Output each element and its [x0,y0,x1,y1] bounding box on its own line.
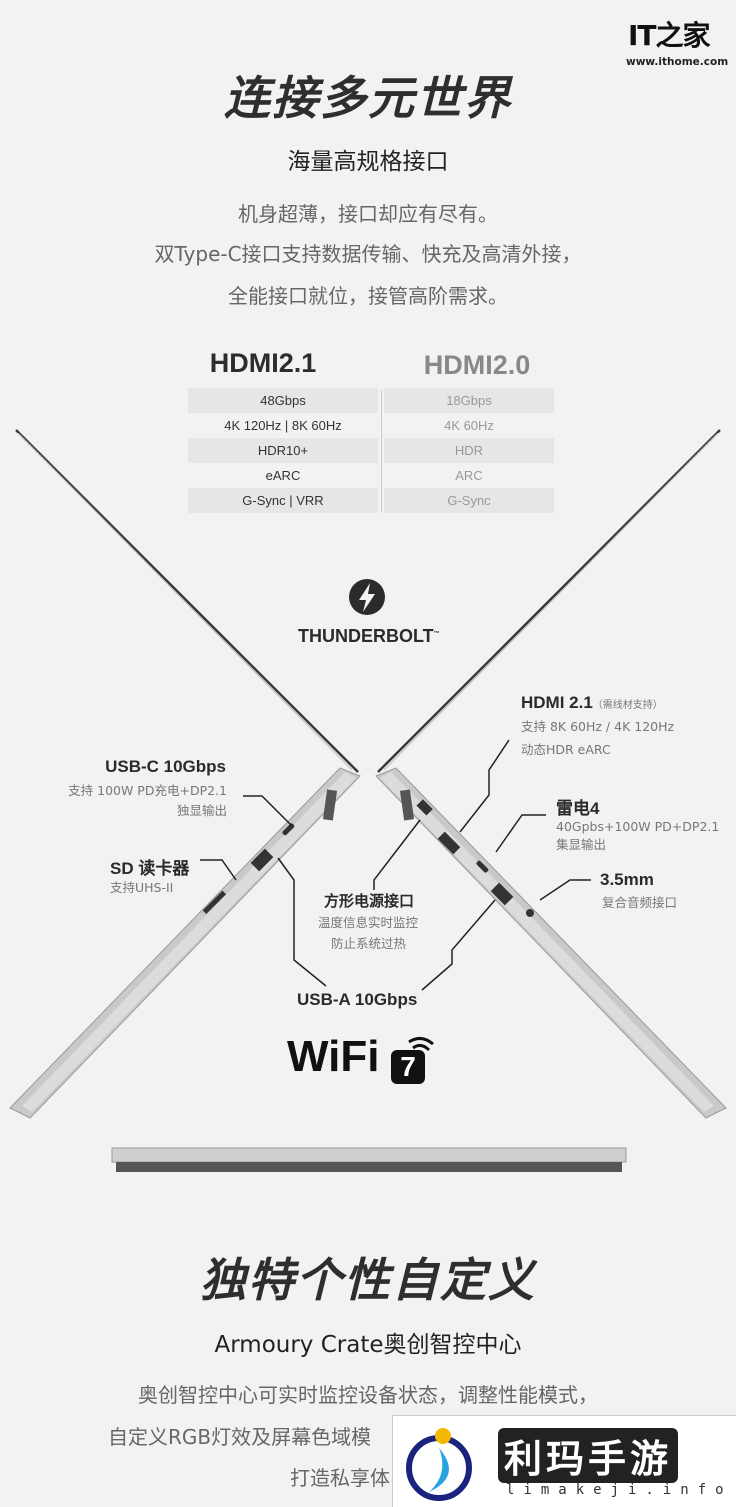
wifi7-logo: WiFi 7 [287,1032,434,1088]
hdmi-title: HDMI 2.1 [521,693,593,712]
hdmi21-cell: 48Gbps [188,388,378,413]
hdmi20-cell: HDR [384,438,554,463]
hdmi21-cell: eARC [265,468,301,483]
power-desc: 防止系统过热 [331,936,407,951]
hdmi21-cell: 4K 120Hz | 8K 60Hz [224,418,342,433]
ithome-logo-text: IT之家 [628,19,711,52]
hdmi-note: （需线材支持） [592,700,663,711]
section2-line: 奥创智控中心可实时监控设备状态，调整性能模式， [138,1383,598,1407]
hdmi21-cell: G-Sync | VRR [188,488,378,513]
watermark-logo-icon [406,1428,472,1501]
audio-title: 3.5mm [600,870,654,889]
section-subtitle: 海量高规格接口 [287,149,449,175]
wifi-text: WiFi [287,1032,380,1081]
sd-desc: 支持UHS-II [110,880,174,895]
intro-line: 全能接口就位，接管高阶需求。 [228,284,508,308]
hdmi20-cell: ARC [455,468,483,483]
thunderbolt-label: THUNDERBOLT™ [298,626,440,647]
ithome-logo: IT之家 [628,14,726,52]
audio-desc: 复合音频接口 [602,895,678,910]
tb4-desc: 40Gpbs+100W PD+DP2.1 [556,819,720,834]
sd-title: SD 读卡器 [110,859,190,878]
tb4-title: 雷电4 [556,799,600,818]
hdmi21-header: HDMI2.1 [209,348,317,378]
usb-c-title: USB-C 10Gbps [105,757,226,776]
ithome-url: www.ithome.com [626,56,729,68]
usb-c-desc: 支持 100W PD充电+DP2.1 [68,783,227,798]
wifi-version: 7 [400,1051,416,1082]
section2-line: 自定义RGB灯效及屏幕色域模 [108,1425,372,1449]
front-laptop-view [111,1147,627,1172]
power-title: 方形电源接口 [324,893,415,910]
table-divider [381,390,382,512]
power-desc: 温度信息实时监控 [318,915,419,930]
hdmi-desc: 动态HDR eARC [521,742,611,757]
watermark-name: 利玛手游 [498,1428,679,1483]
watermark-box: 利玛手游 limakeji.info [392,1415,736,1507]
wifi-version-badge: 7 [391,1050,425,1084]
section-title: 连接多元世界 [224,71,512,125]
hdmi20-header: HDMI2.0 [423,350,531,380]
hdmi20-cell: 18Gbps [384,388,554,413]
hdmi20-cell: 4K 60Hz [444,418,494,433]
section2-title: 独特个性自定义 [200,1253,536,1307]
tb4-desc: 集显输出 [556,837,607,852]
hdmi20-cell: G-Sync [384,488,554,513]
thunderbolt-icon [349,579,385,615]
usb-c-desc: 独显输出 [176,803,227,818]
hdmi-desc: 支持 8K 60Hz / 4K 120Hz [521,719,675,734]
left-laptop [9,429,361,1119]
section2-subtitle: Armoury Crate奥创智控中心 [214,1332,522,1358]
right-laptop [375,429,727,1119]
hdmi-port-heading: HDMI 2.1（需线材支持） [521,693,663,713]
intro-line: 机身超薄，接口却应有尽有。 [238,202,498,226]
hdmi21-cell: HDR10+ [188,438,378,463]
wifi-signal-icon [408,1037,434,1052]
leader-lines [200,739,591,991]
usb-a-title: USB-A 10Gbps [297,990,418,1009]
thunderbolt-text: THUNDERBOLT [298,626,434,646]
trademark: ™ [433,631,440,637]
watermark-url: limakeji.info [506,1482,733,1498]
section2-line: 打造私享体 [290,1466,390,1490]
intro-line: 双Type-C接口支持数据传输、快充及高清外接， [154,242,582,266]
laptops-side-view-illustration [9,429,727,1172]
